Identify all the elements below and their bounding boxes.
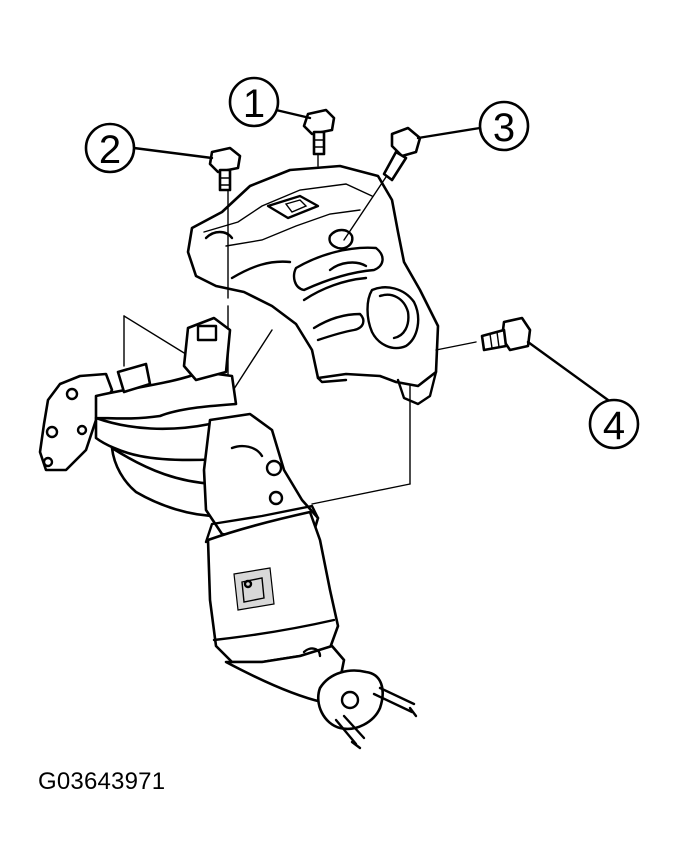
callout-number: 2 <box>99 128 121 172</box>
callout-1: 1 <box>228 76 280 128</box>
figure-code: G03643971 <box>38 768 166 795</box>
callout-2: 2 <box>84 122 136 174</box>
callout-number: 4 <box>603 404 625 448</box>
callout-3: 3 <box>478 100 530 152</box>
bolt-1 <box>302 108 336 156</box>
callout-leaders <box>132 108 610 402</box>
callout-4: 4 <box>588 398 640 450</box>
bolt-2 <box>208 146 242 192</box>
heat-shield <box>186 164 440 406</box>
callout-number: 1 <box>243 82 265 126</box>
callout-number: 3 <box>493 106 515 150</box>
bolt-4 <box>480 316 532 352</box>
exhaust-manifold <box>38 316 418 750</box>
bolt-3 <box>382 126 422 182</box>
